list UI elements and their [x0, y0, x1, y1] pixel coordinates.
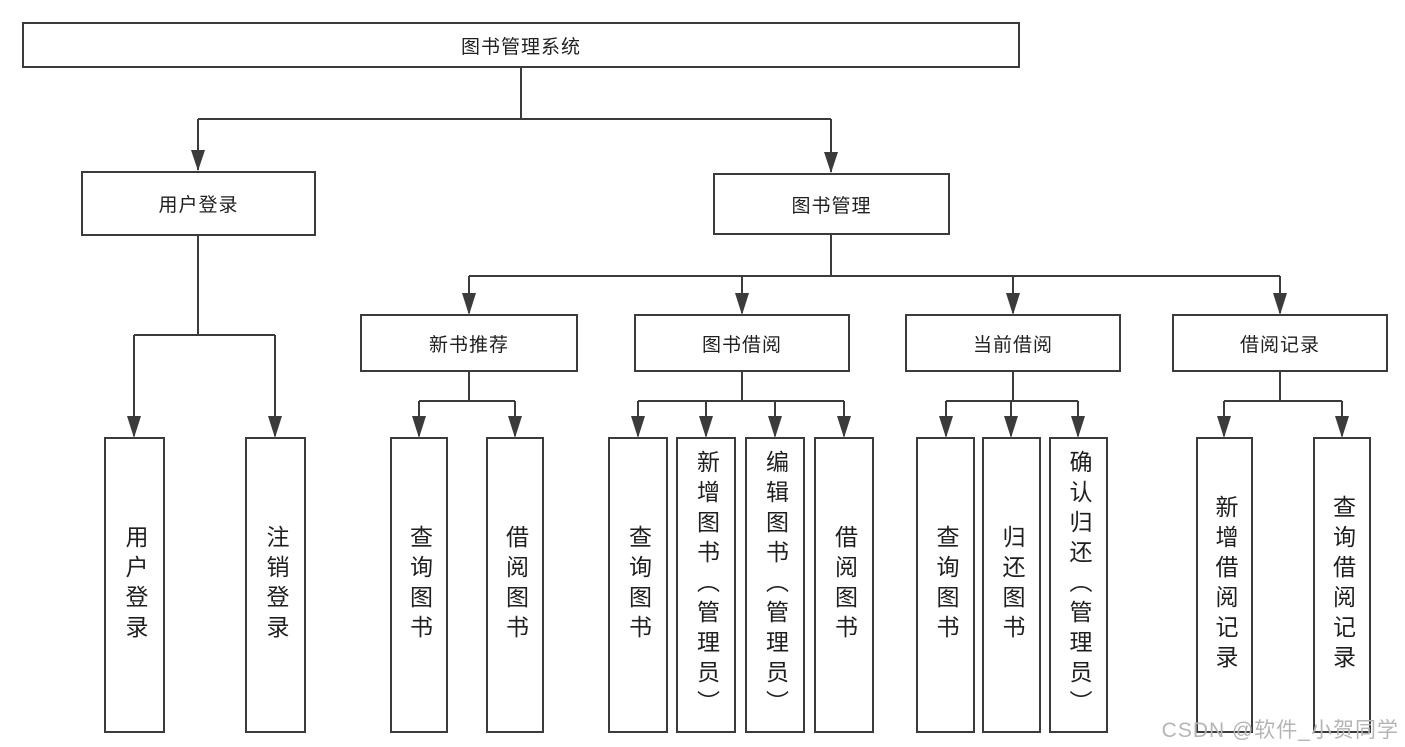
leaf-borrow-query-book-label: 查询图书 — [625, 525, 652, 645]
arrowheads — [127, 150, 1349, 438]
leaf-recommend-query-book: 查询图书 — [390, 437, 448, 733]
node-borrow-records: 借阅记录 — [1172, 314, 1388, 372]
leaf-confirm-return-admin: 确认归还（管理员） — [1049, 437, 1108, 733]
node-current-borrow: 当前借阅 — [905, 314, 1121, 372]
leaf-add-book-admin-label: 新增图书（管理员） — [693, 450, 720, 720]
leaf-add-borrow-record-label: 新增借阅记录 — [1212, 495, 1238, 675]
leaf-recommend-query-book-label: 查询图书 — [406, 525, 433, 645]
leaf-recommend-borrow-book-label: 借阅图书 — [502, 525, 529, 645]
node-user-login: 用户登录 — [81, 171, 316, 236]
node-book-management-label: 图书管理 — [791, 195, 872, 217]
leaf-query-borrow-record: 查询借阅记录 — [1313, 437, 1371, 733]
leaf-edit-book-admin: 编辑图书（管理员） — [745, 437, 805, 733]
leaf-return-book-label: 归还图书 — [999, 525, 1025, 645]
node-new-book-recommend: 新书推荐 — [360, 314, 578, 372]
leaf-user-login-label: 用户登录 — [122, 525, 148, 645]
node-new-book-recommend-label: 新书推荐 — [428, 334, 509, 356]
node-current-borrow-label: 当前借阅 — [972, 334, 1053, 356]
leaf-add-book-admin: 新增图书（管理员） — [676, 437, 736, 733]
leaf-logout: 注销登录 — [245, 437, 306, 733]
leaf-add-borrow-record: 新增借阅记录 — [1196, 437, 1253, 733]
leaf-borrow-query-book: 查询图书 — [608, 437, 668, 733]
leaf-user-login: 用户登录 — [104, 437, 165, 733]
leaf-recommend-borrow-book: 借阅图书 — [486, 437, 544, 733]
node-book-borrow-label: 图书借阅 — [701, 334, 782, 356]
leaf-borrow-book-label: 借阅图书 — [831, 525, 858, 645]
node-borrow-records-label: 借阅记录 — [1239, 334, 1320, 356]
leaf-edit-book-admin-label: 编辑图书（管理员） — [762, 450, 789, 720]
node-book-borrow: 图书借阅 — [634, 314, 850, 372]
leaf-borrow-book: 借阅图书 — [814, 437, 874, 733]
leaf-logout-label: 注销登录 — [263, 525, 289, 645]
node-root-label: 图书管理系统 — [460, 36, 581, 58]
node-root: 图书管理系统 — [22, 22, 1020, 68]
leaf-return-book: 归还图书 — [982, 437, 1041, 733]
node-book-management: 图书管理 — [713, 173, 950, 235]
leaf-current-query-book-label: 查询图书 — [933, 525, 959, 645]
leaf-confirm-return-admin-label: 确认归还（管理员） — [1066, 450, 1092, 720]
csdn-watermark: CSDN @软件_小贺同学 — [1161, 719, 1399, 742]
leaf-current-query-book: 查询图书 — [916, 437, 975, 733]
node-user-login-label: 用户登录 — [158, 195, 239, 216]
leaf-query-borrow-record-label: 查询借阅记录 — [1329, 495, 1356, 675]
